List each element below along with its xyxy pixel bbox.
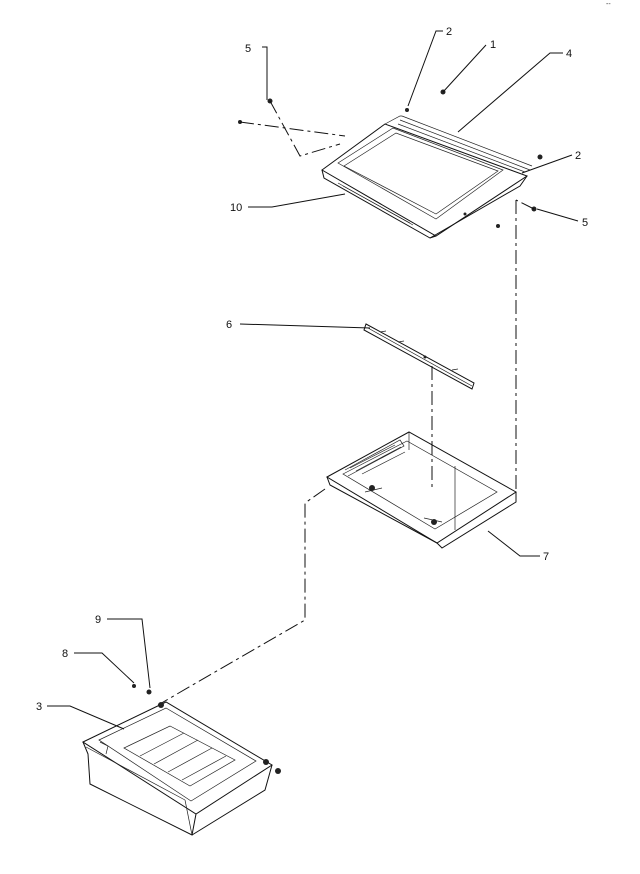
- callout-3: 3: [36, 701, 42, 713]
- callout-8: 8: [62, 648, 68, 660]
- screw-icon: [537, 154, 543, 160]
- explode-line-drawer: [157, 488, 326, 706]
- leader-lines: [47, 30, 579, 730]
- screw-icon: [496, 224, 500, 228]
- top-shelf-frame: [321, 123, 529, 237]
- callout-7: 7: [543, 551, 549, 563]
- divider-rail: [363, 323, 475, 390]
- drawer-roller-icon: [275, 768, 281, 774]
- mounting-hole-icon: [369, 485, 375, 491]
- callout-1: 1: [490, 39, 496, 51]
- explode-line: [269, 100, 341, 157]
- glass-insert: [337, 127, 504, 220]
- callout-9: 9: [95, 614, 101, 626]
- washer-icon: [146, 689, 152, 695]
- drawer-roller-icon: [158, 702, 164, 708]
- rear-trim-2: [401, 115, 533, 167]
- callout-10: 10: [230, 202, 242, 214]
- explode-line: [515, 199, 535, 210]
- top-shelf-side-lip: [429, 175, 528, 239]
- corner-mark: --: [606, 1, 611, 8]
- rear-trim-1: [399, 119, 531, 171]
- glass-inner-edge: [343, 132, 499, 215]
- callout-5-top: 5: [245, 43, 251, 55]
- screw-icon: [463, 212, 467, 216]
- rear-trim-end: [384, 115, 402, 125]
- callout-2-top: 2: [446, 26, 452, 38]
- callout-5-right: 5: [582, 217, 588, 229]
- callout-labels: 5 2 1 4 2 5 10 6 7 9 8 3: [36, 26, 588, 713]
- top-shelf-assembly: [238, 89, 543, 239]
- callout-4: 4: [566, 48, 572, 60]
- screw-icon: [132, 684, 136, 688]
- crisper-drawer: [81, 684, 281, 836]
- drawer-roller-icon: [263, 759, 269, 765]
- callout-2-right: 2: [575, 150, 581, 162]
- lower-shelf-frame: [325, 431, 517, 549]
- callout-6: 6: [226, 319, 232, 331]
- rear-trim-3: [397, 123, 526, 173]
- top-shelf-front-lip: [321, 169, 437, 239]
- front-groove-2: [342, 185, 411, 224]
- screw-icon: [405, 108, 409, 112]
- explode-line: [239, 121, 346, 137]
